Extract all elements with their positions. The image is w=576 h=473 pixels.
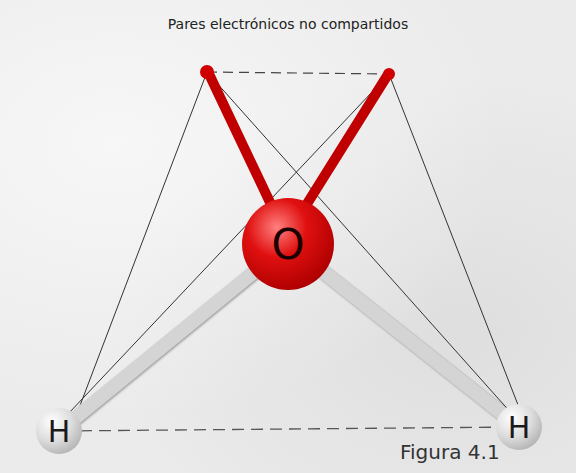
atom-symbol: H [508, 410, 531, 445]
bond [75, 272, 254, 418]
tetrahedron-line [389, 74, 520, 410]
figure-caption: Figura 4.1 [400, 440, 500, 464]
tetrahedron-line [68, 74, 389, 414]
lone-pair-tip [383, 68, 395, 80]
bond [322, 271, 502, 414]
hydrogen-atom: H [496, 404, 542, 450]
tetrahedron-dashed-line [207, 72, 389, 74]
lone-pair-tip [200, 65, 214, 79]
atom-symbol: O [271, 220, 304, 269]
tetrahedron-line [207, 72, 512, 414]
lone-pair-label: Pares electrónicos no compartidos [0, 16, 576, 32]
lone-pair-stick [300, 76, 387, 215]
lone-pair-stick [209, 74, 276, 215]
dashed-line [80, 427, 498, 431]
oxygen-atom: O [242, 198, 334, 290]
atom-symbol: H [48, 414, 71, 449]
hydrogen-atom: H [36, 408, 82, 454]
